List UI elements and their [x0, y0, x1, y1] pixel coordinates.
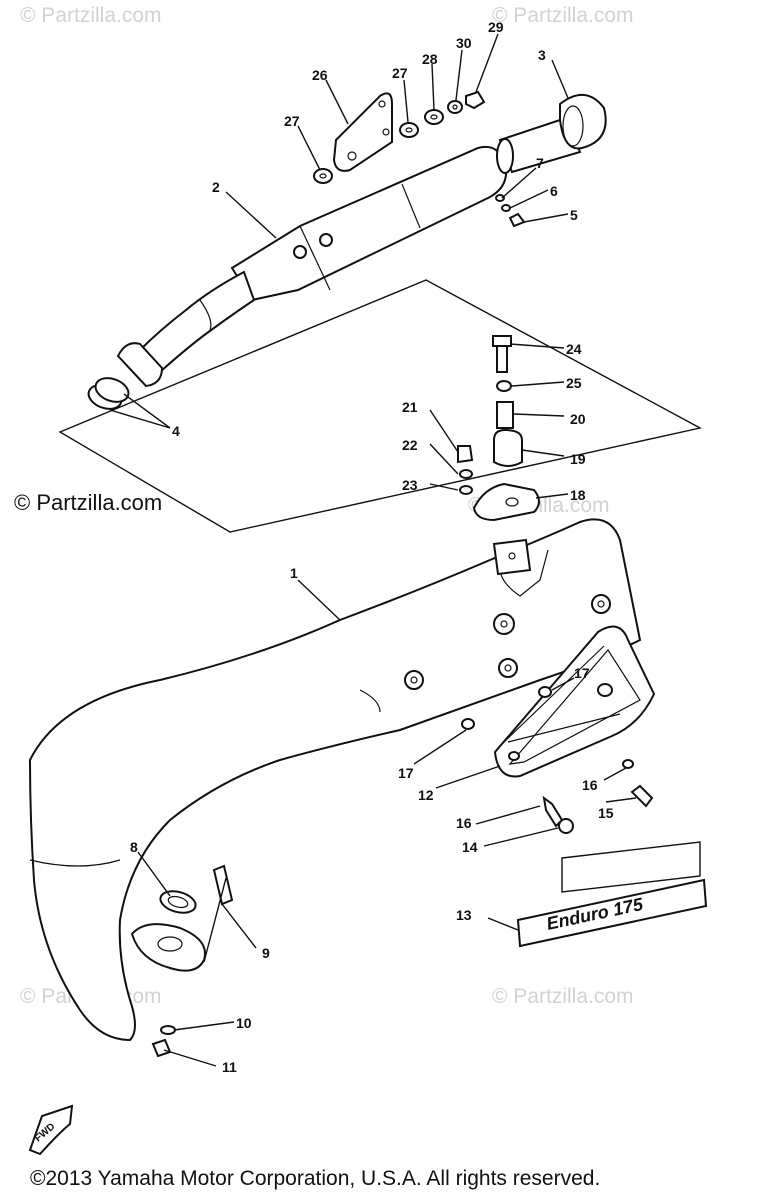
- mount-hardware-stack: [457, 335, 540, 522]
- label-part-14: 14: [462, 839, 478, 855]
- label-part-16-right: 16: [582, 777, 598, 793]
- tail-pipe-part-3: [496, 94, 607, 174]
- leader-lines: [109, 33, 637, 1067]
- label-part-18: 18: [570, 487, 586, 503]
- label-part-17-right: 17: [574, 665, 590, 681]
- label-part-21: 21: [402, 399, 418, 415]
- decal-part-13: Enduro 175: [516, 878, 708, 948]
- watermark-top-left: © Partzilla.com: [20, 4, 162, 27]
- watermark-bottom-right: © Partzilla.com: [492, 985, 634, 1008]
- label-part-20: 20: [570, 411, 586, 427]
- label-part-2: 2: [212, 179, 220, 195]
- label-part-19: 19: [570, 451, 586, 467]
- label-part-5: 5: [570, 207, 578, 223]
- label-part-29: 29: [488, 19, 504, 35]
- screw-washers-parts-5-7: [495, 194, 526, 228]
- label-part-24: 24: [566, 341, 582, 357]
- label-part-23: 23: [402, 477, 418, 493]
- label-part-4: 4: [172, 423, 180, 439]
- bracket-part-26: [332, 92, 393, 172]
- decal-box: [561, 841, 701, 893]
- washer-part-28: [424, 109, 444, 125]
- part-number-labels: 1 2 3 4 5 6 7 8 9 10 11 12 13 14 15 16 1…: [130, 19, 614, 1075]
- label-part-11: 11: [222, 1059, 237, 1075]
- label-part-26: 26: [312, 67, 328, 83]
- label-part-16-left: 16: [456, 815, 472, 831]
- label-part-9: 9: [262, 945, 270, 961]
- label-part-22: 22: [402, 437, 418, 453]
- label-part-13: 13: [456, 907, 472, 923]
- label-part-30: 30: [456, 35, 472, 51]
- nut-parts-10-11: [151, 1025, 176, 1058]
- label-part-27-left: 27: [284, 113, 300, 129]
- label-part-28: 28: [422, 51, 438, 67]
- fwd-arrow-icon: FWD: [28, 1104, 74, 1156]
- washer-part-27-right: [399, 122, 419, 138]
- label-part-6: 6: [550, 183, 558, 199]
- washer-part-30: [447, 100, 463, 114]
- label-part-25: 25: [566, 375, 582, 391]
- label-part-3: 3: [538, 47, 546, 63]
- label-part-27-right: 27: [392, 65, 408, 81]
- upper-group-box: [58, 279, 702, 533]
- label-part-17-left: 17: [398, 765, 414, 781]
- label-part-1: 1: [290, 565, 298, 581]
- gaskets-part-4: [87, 377, 130, 410]
- bolts-parts-14-17: [461, 686, 654, 834]
- label-part-8: 8: [130, 839, 138, 855]
- label-part-10: 10: [236, 1015, 252, 1031]
- silencer-part-2: [116, 146, 508, 388]
- watermark-top-right: © Partzilla.com: [492, 4, 634, 27]
- label-part-7: 7: [536, 155, 544, 171]
- exhaust-pipe-part-1: [28, 518, 642, 1042]
- flange-and-gasket-parts-8-9: [130, 864, 234, 972]
- copyright-notice: ©2013 Yamaha Motor Corporation, U.S.A. A…: [30, 1167, 601, 1190]
- nut-part-29: [465, 90, 486, 110]
- label-part-12: 12: [418, 787, 434, 803]
- washer-part-27-left: [313, 168, 333, 184]
- label-part-15: 15: [598, 805, 614, 821]
- protector-part-12: [493, 625, 656, 778]
- watermark-main: © Partzilla.com: [14, 490, 163, 515]
